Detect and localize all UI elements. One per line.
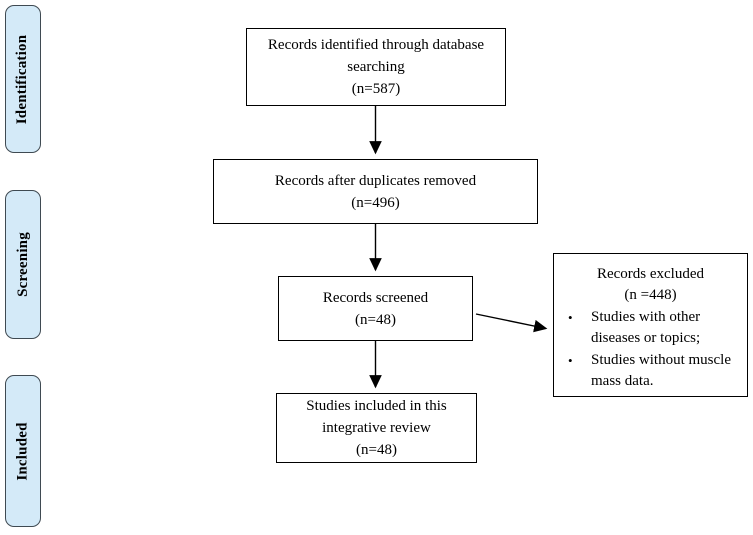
box-duplicates-removed-count: (n=496) xyxy=(351,194,400,211)
box-studies-included-count: (n=48) xyxy=(356,442,397,458)
arrow-screened-to-excluded xyxy=(475,313,548,333)
stage-included: Included xyxy=(5,375,41,527)
box-records-screened-line1: Records screened xyxy=(322,289,429,306)
box-records-identified-line2: searching xyxy=(347,59,405,75)
box-studies-included: Studies included in this integrative rev… xyxy=(276,393,477,463)
stage-included-label: Included xyxy=(14,421,31,481)
excluded-reason-item: • Studies without muscle mass data. xyxy=(554,349,747,392)
stage-identification: Identification xyxy=(5,5,41,153)
box-records-screened-count: (n=48) xyxy=(355,311,396,328)
bullet-icon: • xyxy=(568,310,573,325)
box-records-identified: Records identified through database sear… xyxy=(246,28,506,106)
box-records-excluded-count: (n =448) xyxy=(624,287,677,303)
excluded-reason-item: • Studies with other diseases or topics; xyxy=(554,306,747,349)
stage-identification-label: Identification xyxy=(14,34,31,124)
box-records-identified-line1: Records identified through database xyxy=(267,37,485,53)
box-records-identified-count: (n=587) xyxy=(351,81,401,97)
box-records-excluded-title: Records excluded xyxy=(596,266,705,282)
excluded-reason-2: Studies without muscle mass data. xyxy=(591,352,731,389)
stage-screening-label: Screening xyxy=(14,232,31,297)
box-duplicates-removed: Records after duplicates removed (n=496) xyxy=(213,159,538,224)
box-studies-included-line1: Studies included in this xyxy=(306,398,447,414)
box-studies-included-line2: integrative review xyxy=(322,420,431,436)
box-duplicates-removed-line1: Records after duplicates removed xyxy=(274,172,477,189)
bullet-icon: • xyxy=(568,353,573,368)
excluded-reason-1: Studies with other diseases or topics; xyxy=(591,309,701,346)
stage-screening: Screening xyxy=(5,190,41,339)
box-records-screened: Records screened (n=48) xyxy=(278,276,473,341)
box-records-excluded: Records excluded (n =448) • Studies with… xyxy=(553,253,748,397)
